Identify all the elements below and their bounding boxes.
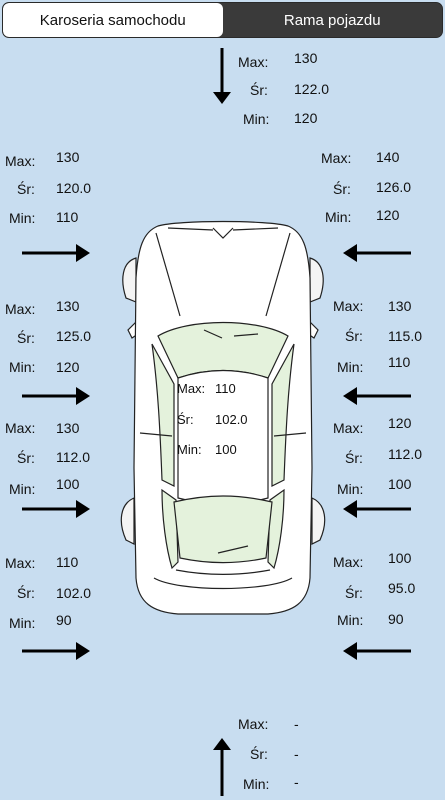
right-mid1-avg-value: 115.0 <box>388 328 422 344</box>
label-avg: Śr: <box>345 450 363 466</box>
label-min: Min: <box>177 442 202 457</box>
right-mid2-min-value: 100 <box>388 476 412 492</box>
arrow-left-icon <box>343 244 411 262</box>
label-max: Max: <box>333 554 364 570</box>
right-mid1-min-value: 110 <box>388 354 411 370</box>
label-min: Min: <box>337 481 364 497</box>
right-rear-max-value: 100 <box>388 550 412 566</box>
label-avg: Śr: <box>177 412 194 427</box>
top-avg-value: 122.0 <box>294 81 330 97</box>
label-min: Min: <box>337 612 364 628</box>
right-front-avg-value: 126.0 <box>376 179 412 195</box>
label-max: Max: <box>5 301 36 317</box>
label-avg: Śr: <box>333 181 351 197</box>
label-avg: Śr: <box>17 585 35 601</box>
arrow-up-icon <box>213 738 231 796</box>
car-top-view-icon <box>120 220 326 615</box>
right-front-min-value: 120 <box>376 207 400 223</box>
label-max: Max: <box>177 381 206 396</box>
label-avg: Śr: <box>17 181 35 197</box>
left-rear-min-value: 90 <box>56 612 72 628</box>
left-mid1-avg-value: 125.0 <box>56 328 92 344</box>
label-avg: Śr: <box>250 82 268 98</box>
arrow-left-icon <box>343 642 411 660</box>
label-min: Min: <box>325 209 352 225</box>
left-front-max-value: 130 <box>56 149 80 165</box>
label-avg: Śr: <box>345 328 363 344</box>
arrow-right-icon <box>22 244 90 262</box>
tab-rama[interactable]: Rama pojazdu <box>222 3 442 37</box>
right-front-max-value: 140 <box>376 149 400 165</box>
label-min: Min: <box>337 359 364 375</box>
label-max: Max: <box>333 420 364 436</box>
arrow-left-icon <box>343 387 411 405</box>
label-max: Max: <box>238 716 269 732</box>
label-avg: Śr: <box>250 746 268 762</box>
bottom-avg-value: - <box>294 746 299 762</box>
center-avg-value: 102.0 <box>215 412 248 427</box>
label-min: Min: <box>243 111 270 127</box>
right-rear-min-value: 90 <box>388 611 404 627</box>
arrow-right-icon <box>22 500 90 518</box>
center-min-value: 100 <box>215 442 237 457</box>
arrow-left-icon <box>343 500 411 518</box>
tab-karoseria[interactable]: Karoseria samochodu <box>3 3 223 37</box>
left-mid1-min-value: 120 <box>56 359 80 375</box>
top-max-value: 130 <box>294 50 318 66</box>
left-mid2-max-value: 130 <box>56 420 80 436</box>
bottom-max-value: - <box>294 716 299 732</box>
left-mid1-max-value: 130 <box>56 298 80 314</box>
label-min: Min: <box>9 359 36 375</box>
label-avg: Śr: <box>345 585 363 601</box>
left-rear-max-value: 110 <box>56 554 79 570</box>
left-front-min-value: 110 <box>56 209 79 225</box>
arrow-right-icon <box>22 642 90 660</box>
right-rear-avg-value: 95.0 <box>388 580 416 596</box>
label-min: Min: <box>9 210 36 226</box>
label-max: Max: <box>5 153 36 169</box>
label-min: Min: <box>9 481 36 497</box>
segmented-control: Karoseria samochodu Rama pojazdu <box>2 2 443 38</box>
label-max: Max: <box>321 150 352 166</box>
label-min: Min: <box>9 615 36 631</box>
right-mid2-max-value: 120 <box>388 415 412 431</box>
arrow-right-icon <box>22 387 90 405</box>
label-min: Min: <box>243 776 270 792</box>
center-max-value: 110 <box>215 381 236 396</box>
top-min-value: 120 <box>294 110 318 126</box>
left-mid2-min-value: 100 <box>56 476 80 492</box>
left-front-avg-value: 120.0 <box>56 180 92 196</box>
label-max: Max: <box>238 54 269 70</box>
label-max: Max: <box>5 420 36 436</box>
label-max: Max: <box>333 298 364 314</box>
label-max: Max: <box>5 555 36 571</box>
label-avg: Śr: <box>17 450 35 466</box>
left-mid2-avg-value: 112.0 <box>56 449 90 465</box>
left-rear-avg-value: 102.0 <box>56 585 92 601</box>
right-mid1-max-value: 130 <box>388 298 412 314</box>
right-mid2-avg-value: 112.0 <box>388 446 422 462</box>
arrow-down-icon <box>213 48 231 104</box>
bottom-min-value: - <box>294 774 299 790</box>
label-avg: Śr: <box>17 330 35 346</box>
